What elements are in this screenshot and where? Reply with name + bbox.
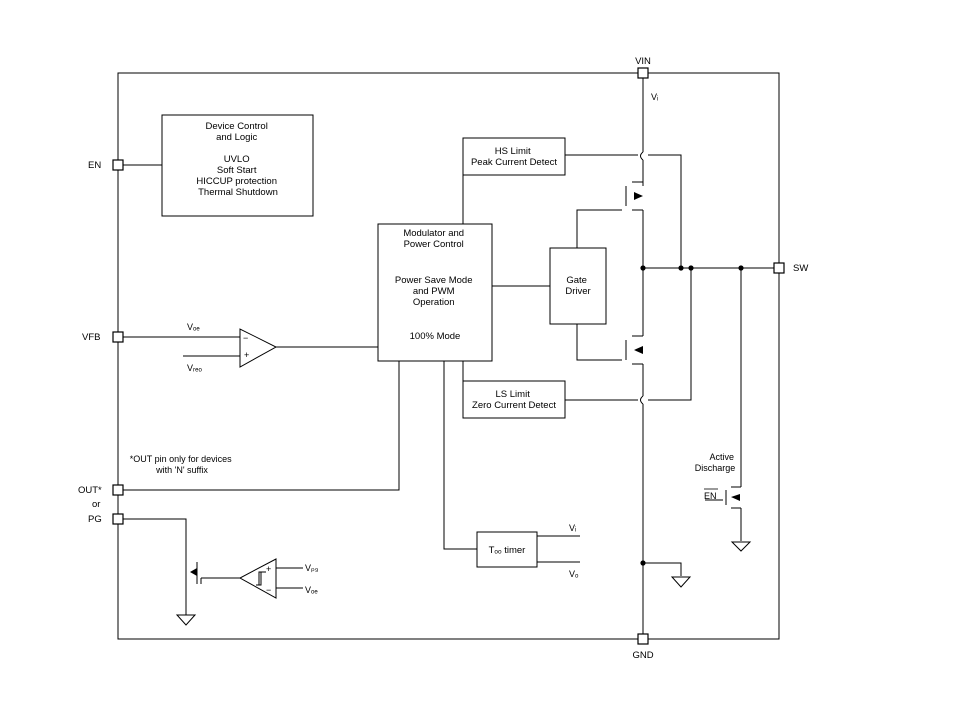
comparator-plus-label: +: [244, 350, 249, 360]
vo-timer-label: Vₒ: [569, 569, 579, 579]
ls-limit-block: [462, 380, 566, 419]
pg-comparator: [238, 558, 277, 599]
en-pin: [112, 159, 124, 171]
en-bar-label: EN: [704, 491, 717, 501]
modulator-text: Modulator and Power Control Power Save M…: [395, 228, 475, 342]
error-comparator: [239, 328, 278, 368]
pg-comparator-minus-label: −: [266, 585, 271, 595]
toff-timer-block: [476, 531, 538, 568]
vfb-pin-label: VFB: [82, 332, 100, 343]
ic-boundary: [117, 72, 780, 640]
sw-pin: [773, 262, 785, 274]
toff-timer-text: Tₒₒ timer: [489, 545, 526, 556]
pg-pin-label: PG: [88, 514, 102, 525]
sw-pin-label: SW: [793, 263, 808, 274]
control-wires: [122, 164, 580, 615]
pg-pin: [112, 513, 124, 525]
vfb-signal-label: Vₒₑ: [187, 322, 200, 332]
pg-comparator-plus-label: +: [266, 564, 271, 574]
vfb-pin: [112, 331, 124, 343]
junction-dots: [640, 265, 744, 566]
vin-pin-label: VIN: [635, 56, 651, 67]
vref-signal-label: Vᵣₑₒ: [187, 363, 203, 373]
vfb-pg-signal-label: Vₒₑ: [305, 585, 318, 595]
modulator-block: [377, 223, 493, 362]
gnd-pin-label: GND: [632, 650, 653, 661]
ground-symbols: [175, 541, 752, 626]
power-stage-wires: [565, 78, 779, 635]
vi-timer-label: Vᵢ: [569, 523, 576, 533]
vin-pin: [637, 67, 649, 79]
gnd-pin: [637, 633, 649, 645]
hs-limit-text: HS Limit Peak Current Detect: [471, 146, 557, 168]
fet-arrows: [190, 192, 740, 576]
or-label: or: [92, 499, 100, 510]
hs-limit-block: [462, 137, 566, 176]
vi-top-label: Vᵢ: [651, 92, 658, 102]
ls-limit-text: LS Limit Zero Current Detect: [472, 389, 556, 411]
gate-driver-block: [549, 247, 607, 325]
out-pin-note: *OUT pin only for devices with 'N' suffi…: [130, 454, 234, 475]
out-pin: [112, 484, 124, 496]
device-control-block: [161, 114, 314, 217]
hysteresis-icon: [256, 571, 266, 586]
device-control-text: Device Control and Logic UVLO Soft Start…: [196, 121, 279, 198]
active-discharge-label: Active Discharge: [695, 452, 737, 473]
vpg-signal-label: Vₚ₉: [305, 563, 319, 573]
comparator-minus-label: −: [243, 333, 248, 343]
gate-driver-text: Gate Driver: [565, 275, 590, 297]
out-pin-label: OUT*: [78, 485, 102, 496]
en-pin-label: EN: [88, 160, 101, 171]
